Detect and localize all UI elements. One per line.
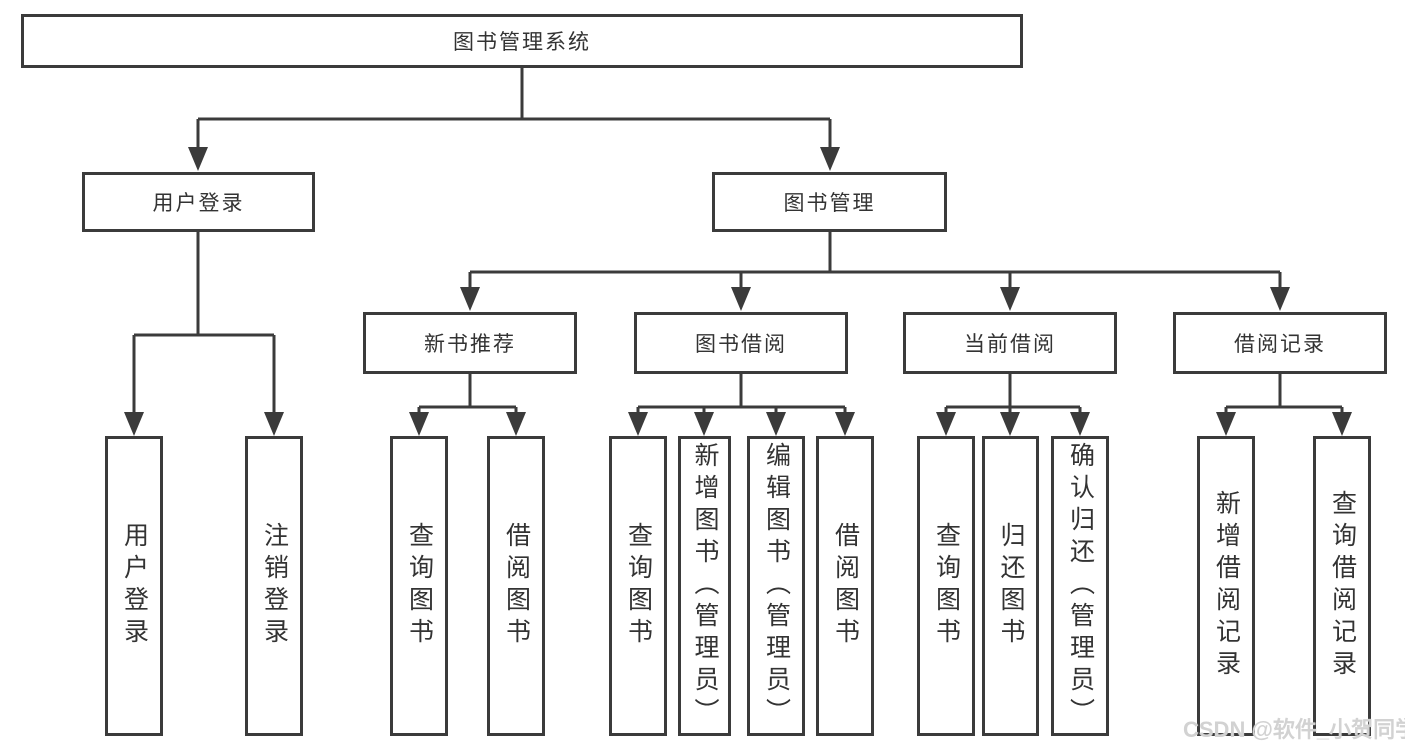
edge-root-split [196, 68, 832, 149]
arrowhead [188, 147, 208, 171]
arrowhead [1070, 412, 1090, 436]
node-label: 借阅图书 [831, 522, 860, 650]
edge-book-management-split [468, 232, 1282, 289]
node-label: 查询借阅记录 [1328, 490, 1357, 682]
arrowhead [1216, 412, 1236, 436]
leaf-borrow-books: 借阅图书 [816, 436, 874, 736]
arrowhead [835, 412, 855, 436]
watermark-text: CSDN @软件_小贺同学 [1183, 717, 1405, 742]
arrowhead [1270, 287, 1290, 311]
edge-user-login-split [132, 232, 276, 414]
arrowhead [694, 412, 714, 436]
node-label: 图书管理系统 [453, 31, 591, 54]
arrowhead [1332, 412, 1352, 436]
leaf-logout: 注销登录 [245, 436, 303, 736]
node-label: 确认归还（管理员） [1066, 442, 1095, 730]
node-label: 编辑图书（管理员） [762, 442, 791, 730]
node-new-book-recommend: 新书推荐 [363, 312, 577, 374]
leaf-query-books: 查询图书 [609, 436, 667, 736]
arrowhead [506, 412, 526, 436]
node-label: 当前借阅 [964, 333, 1056, 356]
node-user-login: 用户登录 [82, 172, 315, 232]
node-label: 新书推荐 [424, 333, 516, 356]
node-book-management: 图书管理 [712, 172, 947, 232]
edge-current-borrow-split [944, 374, 1082, 414]
leaf-query-books: 查询图书 [917, 436, 975, 736]
leaf-edit-books-admin: 编辑图书（管理员） [747, 436, 805, 736]
node-borrow-records: 借阅记录 [1173, 312, 1387, 374]
node-label: 图书借阅 [695, 333, 787, 356]
node-label: 用户登录 [120, 522, 149, 650]
node-label: 图书管理 [783, 192, 876, 215]
node-label: 归还图书 [997, 522, 1025, 650]
node-label: 借阅图书 [502, 522, 531, 650]
node-label: 借阅记录 [1234, 333, 1326, 356]
leaf-return-books: 归还图书 [982, 436, 1039, 736]
node-label: 新增图书（管理员） [691, 442, 719, 730]
node-label: 查询图书 [405, 522, 434, 650]
node-label: 查询图书 [624, 522, 653, 650]
leaf-add-borrow-record: 新增借阅记录 [1197, 436, 1255, 736]
arrowhead [628, 412, 648, 436]
arrowhead [264, 412, 284, 436]
arrowhead [766, 412, 786, 436]
arrowhead [1000, 287, 1020, 311]
arrowhead [124, 412, 144, 436]
leaf-confirm-return-admin: 确认归还（管理员） [1051, 436, 1109, 736]
leaf-add-books-admin: 新增图书（管理员） [678, 436, 731, 736]
leaf-query-books: 查询图书 [390, 436, 448, 736]
edge-new-book-split [417, 374, 518, 414]
leaf-user-login: 用户登录 [105, 436, 163, 736]
arrowhead [820, 147, 840, 171]
leaf-borrow-books: 借阅图书 [487, 436, 545, 736]
arrowhead [460, 287, 480, 311]
node-label: 用户登录 [152, 192, 245, 215]
arrowhead [1000, 412, 1020, 436]
node-current-borrow: 当前借阅 [903, 312, 1117, 374]
arrowhead [731, 287, 751, 311]
leaf-query-borrow-record: 查询借阅记录 [1313, 436, 1371, 736]
node-book-borrow: 图书借阅 [634, 312, 848, 374]
arrowhead [936, 412, 956, 436]
edge-book-borrow-split [636, 374, 847, 414]
node-root-system: 图书管理系统 [21, 14, 1023, 68]
arrowhead [409, 412, 429, 436]
node-label: 查询图书 [932, 522, 961, 650]
edge-borrow-records-split [1224, 374, 1344, 414]
node-label: 注销登录 [260, 522, 289, 650]
node-label: 新增借阅记录 [1212, 490, 1241, 682]
